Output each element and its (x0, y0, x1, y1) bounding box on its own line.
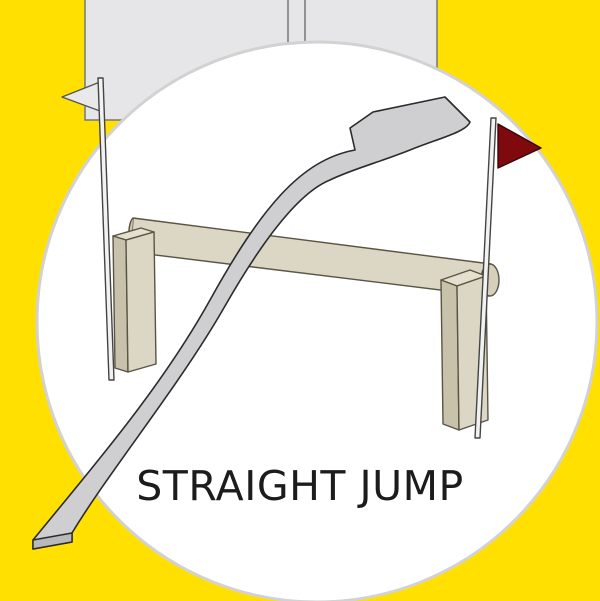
page-title: STRAIGHT JUMP (0, 462, 600, 510)
left-upright (113, 228, 156, 372)
